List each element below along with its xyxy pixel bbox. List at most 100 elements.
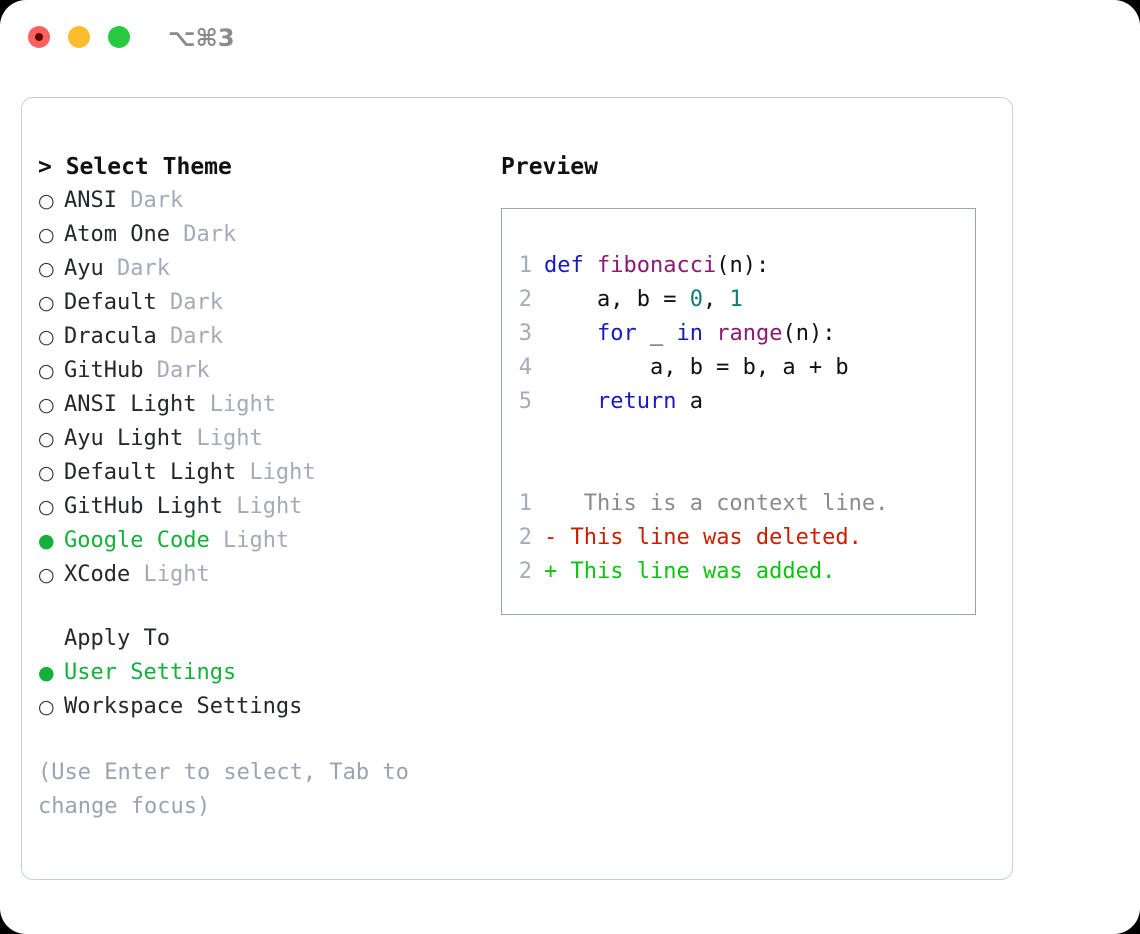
diff-text: This line was deleted. <box>557 525 862 550</box>
theme-option-atom-one[interactable]: ○Atom One Dark <box>38 218 468 252</box>
radio-unselected-icon: ○ <box>38 258 55 280</box>
theme-option-ayu[interactable]: ○ Ayu Dark <box>38 252 468 286</box>
theme-option-google-code[interactable]: ●Google Code Light <box>38 524 468 558</box>
token-pun: a, b = <box>544 287 690 312</box>
apply-to-option-workspace-settings[interactable]: ○ Workspace Settings <box>38 690 468 724</box>
apply-to-list: ●User Settings ○ Workspace Settings <box>38 656 468 724</box>
token-fn: range <box>716 321 783 346</box>
theme-name: ANSI Light <box>64 392 197 417</box>
theme-variant-label: Dark <box>169 290 223 315</box>
theme-picker-column: > Select Theme ○ANSI Dark○Atom One Dark○… <box>38 150 468 824</box>
preview-title: Preview <box>501 154 598 180</box>
token-pun <box>584 253 597 278</box>
apply-to-option-user-settings[interactable]: ●User Settings <box>38 656 468 690</box>
theme-name: Dracula <box>64 324 157 349</box>
code-line: 3 for _ in range(n): <box>502 317 975 351</box>
theme-option-ansi-light[interactable]: ○ ANSI Light Light <box>38 388 468 422</box>
token-pun: a <box>676 389 703 414</box>
space <box>223 490 236 524</box>
space <box>196 388 209 422</box>
token-num: 0 <box>689 287 703 312</box>
diff-text: This line was added. <box>557 559 836 584</box>
theme-option-dracula[interactable]: ○Dracula Dark <box>38 320 468 354</box>
space <box>157 286 170 320</box>
space <box>170 218 183 252</box>
theme-name: GitHub <box>64 358 144 383</box>
theme-option-ayu-light[interactable]: ○Ayu Light Light <box>38 422 468 456</box>
theme-name: Ayu Light <box>64 426 184 451</box>
theme-variant-label: Light <box>222 528 290 553</box>
token-pun: a, b = b, a + b <box>544 355 849 380</box>
theme-variant-label: Light <box>236 494 303 519</box>
theme-variant-label: Light <box>209 392 276 417</box>
theme-variant-label: Dark <box>117 256 170 281</box>
code-text: for _ in range(n): <box>544 317 835 351</box>
theme-variant-label: Dark <box>169 324 223 349</box>
theme-variant-label: Dark <box>156 358 210 383</box>
radio-unselected-icon: ○ <box>38 190 55 212</box>
radio-unselected-icon: ○ <box>38 428 55 450</box>
diff-sign <box>544 487 557 521</box>
theme-name: Default <box>64 290 157 315</box>
token-pun: (n): <box>716 253 770 278</box>
code-diff-separator-2 <box>502 453 975 487</box>
radio-unselected-icon: ○ <box>38 394 55 416</box>
token-pun <box>544 389 597 414</box>
theme-option-default[interactable]: ○Default Dark <box>38 286 468 320</box>
token-pun: , <box>702 287 730 312</box>
apply-to-label: User Settings <box>64 660 237 685</box>
line-number: 5 <box>518 389 532 414</box>
space <box>183 422 196 456</box>
theme-name: Atom One <box>64 222 170 247</box>
keyboard-shortcut-label: ⌥⌘3 <box>168 24 235 52</box>
keyboard-hint: (Use Enter to select, Tab to change focu… <box>38 760 423 819</box>
line-number: 4 <box>518 355 532 380</box>
theme-name: Default Light <box>64 460 237 485</box>
line-number: 2 <box>518 559 532 584</box>
code-text: a, b = b, a + b <box>544 351 849 385</box>
theme-name: GitHub Light <box>64 494 223 519</box>
token-fn: fibonacci <box>597 253 717 278</box>
token-kw: def <box>544 253 584 278</box>
token-pun <box>703 321 716 346</box>
line-number: 3 <box>518 321 532 346</box>
token-pun <box>544 321 597 346</box>
space <box>157 320 170 354</box>
line-number: 1 <box>518 253 532 278</box>
theme-list: ○ANSI Dark○Atom One Dark○Ayu Dark○Defaul… <box>38 184 468 592</box>
diff-sign: - <box>544 525 558 550</box>
space <box>104 252 117 286</box>
minimize-button[interactable] <box>68 26 90 48</box>
radio-unselected-icon: ○ <box>38 360 55 382</box>
theme-variant-label: Dark <box>183 222 237 247</box>
code-line: 2 a, b = 0, 1 <box>502 283 975 317</box>
token-kw: in <box>676 321 703 346</box>
line-number: 1 <box>518 491 532 516</box>
radio-unselected-icon: ○ <box>38 564 55 586</box>
theme-option-github-light[interactable]: ○GitHub Light Light <box>38 490 468 524</box>
space <box>130 558 143 592</box>
code-text: def fibonacci(n): <box>544 249 769 283</box>
theme-option-xcode[interactable]: ○XCode Light <box>38 558 468 592</box>
theme-option-github[interactable]: ○ GitHub Dark <box>38 354 468 388</box>
token-pun: (n): <box>782 321 836 346</box>
diff-line-context: 1 This is a context line. <box>502 487 975 521</box>
space <box>236 456 249 490</box>
code-line: 4 a, b = b, a + b <box>502 351 975 385</box>
apply-to-label: Workspace Settings <box>64 694 303 719</box>
recording-indicator-icon <box>35 33 43 41</box>
theme-name: Ayu <box>64 256 104 281</box>
radio-unselected-icon: ○ <box>38 696 55 718</box>
radio-unselected-icon: ○ <box>38 462 55 484</box>
space <box>117 184 130 218</box>
maximize-button[interactable] <box>108 26 130 48</box>
theme-name: Google Code <box>64 528 210 553</box>
close-button[interactable] <box>28 26 50 48</box>
title-bar: ⌥⌘3 <box>0 0 1140 78</box>
theme-option-default-light[interactable]: ○Default Light Light <box>38 456 468 490</box>
code-text: return a <box>544 385 703 419</box>
theme-option-ansi[interactable]: ○ANSI Dark <box>38 184 468 218</box>
token-kw: for <box>596 321 637 346</box>
